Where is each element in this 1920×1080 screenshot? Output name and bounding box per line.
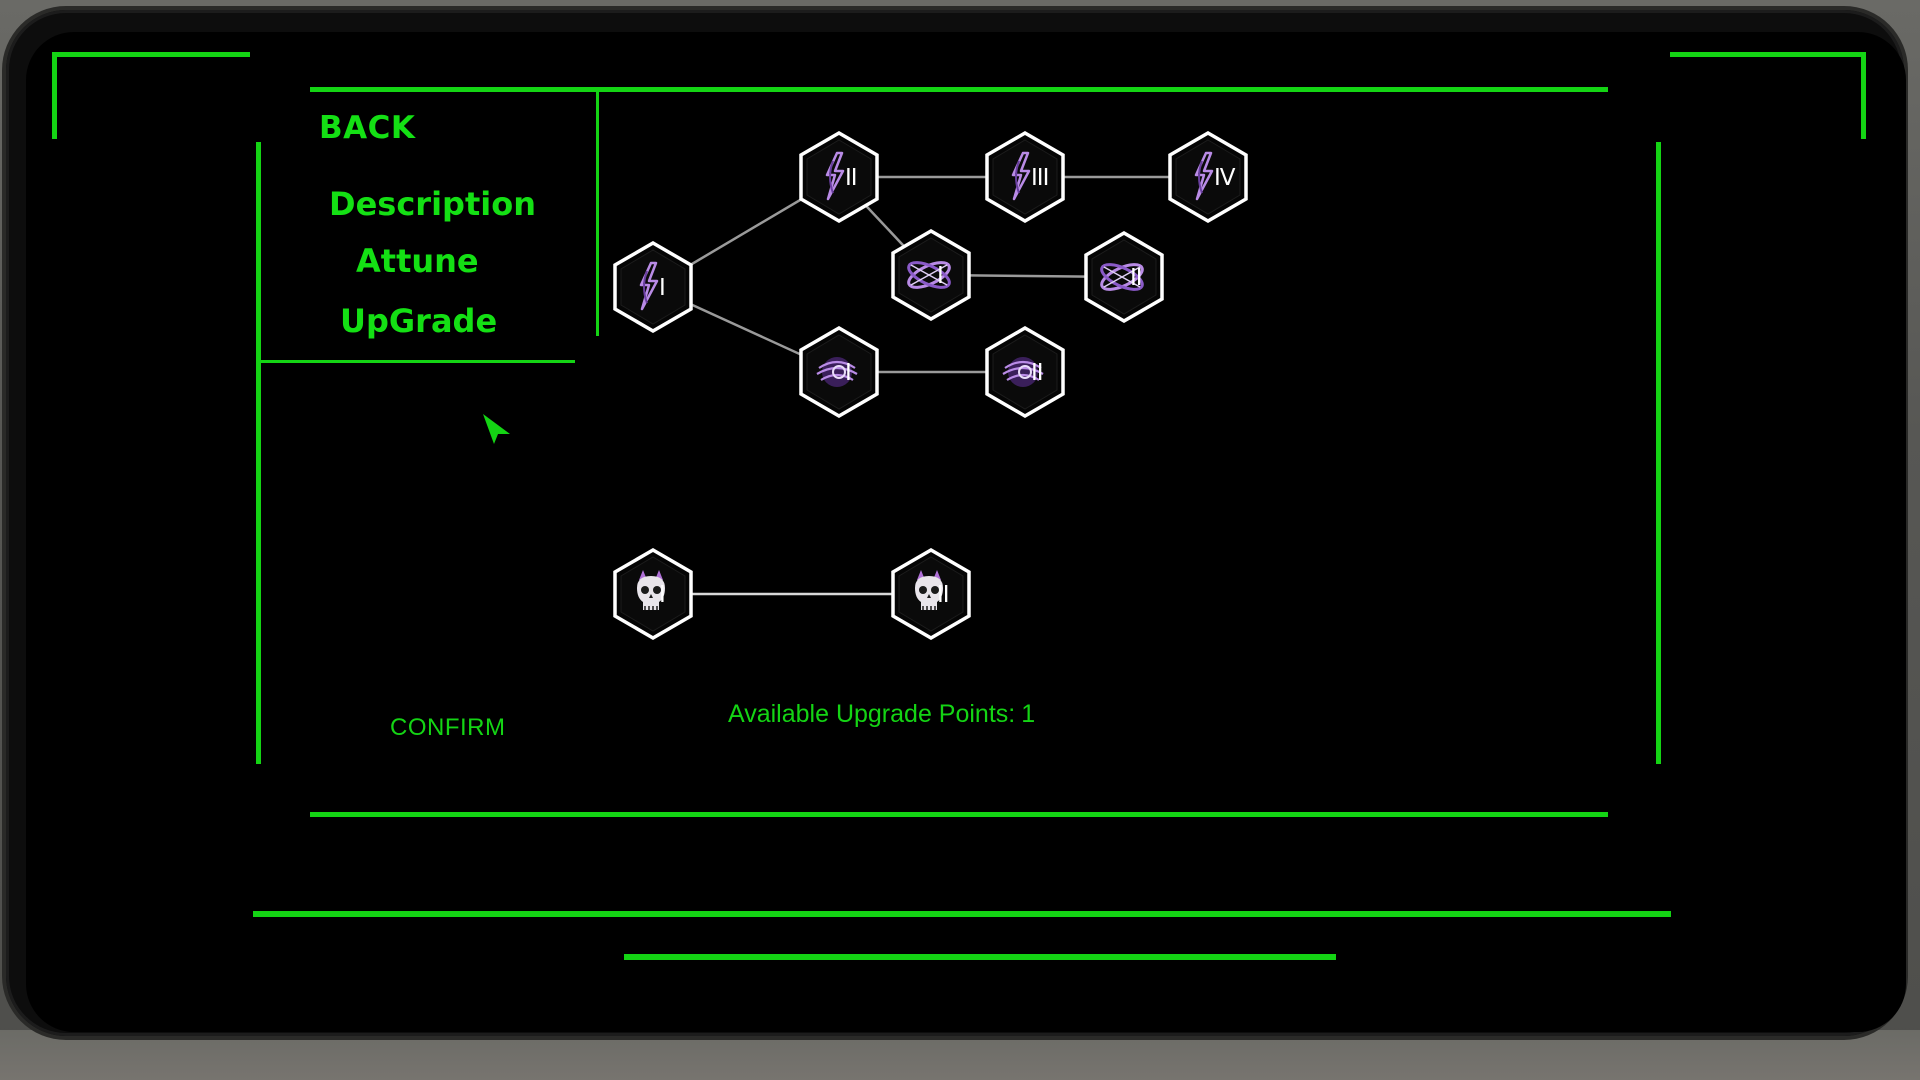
chain-icon [1084,231,1164,323]
game-world-floor [0,1030,1920,1080]
skull-icon [891,548,971,640]
corner-bracket-top-right [1861,52,1866,139]
upgrade-points-readout: Available Upgrade Points:1 [728,700,1035,729]
confirm-button[interactable]: CONFIRM [390,714,506,741]
skill-tier-label: II [1130,265,1143,291]
monitor-frame [6,10,1906,1036]
attune-tab[interactable]: Attune [356,242,479,280]
decor-bar-long [253,911,1671,917]
lightning-icon [613,241,693,333]
skill-tier-label: II [937,582,950,608]
panel-border-top [310,87,1608,92]
upgrade-points-value: 1 [1021,700,1036,728]
menu-divider-vertical [596,90,599,336]
skill-node-vortex-1[interactable]: I [797,326,881,418]
description-tab[interactable]: Description [329,185,536,223]
skill-tier-label: I [937,263,944,289]
skill-tier-label: III [1031,165,1049,191]
cursor-arrow-icon [483,414,510,444]
skill-tier-label: I [659,582,666,608]
vortex-icon [985,326,1065,418]
panel-border-right [1656,142,1661,764]
skill-node-bolt-4[interactable]: IV [1166,131,1250,223]
lightning-icon [1168,131,1248,223]
chain-icon [891,229,971,321]
lightning-icon [799,131,879,223]
corner-bracket-top-left [52,52,57,139]
menu-divider-horizontal [260,360,575,363]
skill-tier-label: II [1031,360,1044,386]
skill-tier-label: I [659,275,666,301]
back-button[interactable]: BACK [319,110,416,146]
skill-node-bolt-2[interactable]: II [797,131,881,223]
skill-node-bolt-1[interactable]: I [611,241,695,333]
panel-border-left [256,142,261,764]
corner-bracket-top-left [52,52,250,57]
skull-icon [613,548,693,640]
corner-bracket-top-right [1670,52,1866,57]
panel-border-bottom [310,812,1608,817]
skill-tier-label: IV [1214,165,1236,191]
upgrade-points-label: Available Upgrade Points: [728,700,1016,728]
skill-node-vortex-2[interactable]: II [983,326,1067,418]
skill-tier-label: II [845,165,858,191]
skill-node-skull-1[interactable]: I [611,548,695,640]
decor-bar-short [624,954,1336,960]
skill-tier-label: I [845,360,852,386]
skill-node-bolt-3[interactable]: III [983,131,1067,223]
skill-node-chain-1[interactable]: I [889,229,973,321]
skill-node-skull-2[interactable]: II [889,548,973,640]
monitor-screen [26,32,1906,1032]
upgrade-tab[interactable]: UpGrade [340,302,498,340]
lightning-icon [985,131,1065,223]
vortex-icon [799,326,879,418]
skill-node-chain-2[interactable]: II [1082,231,1166,323]
